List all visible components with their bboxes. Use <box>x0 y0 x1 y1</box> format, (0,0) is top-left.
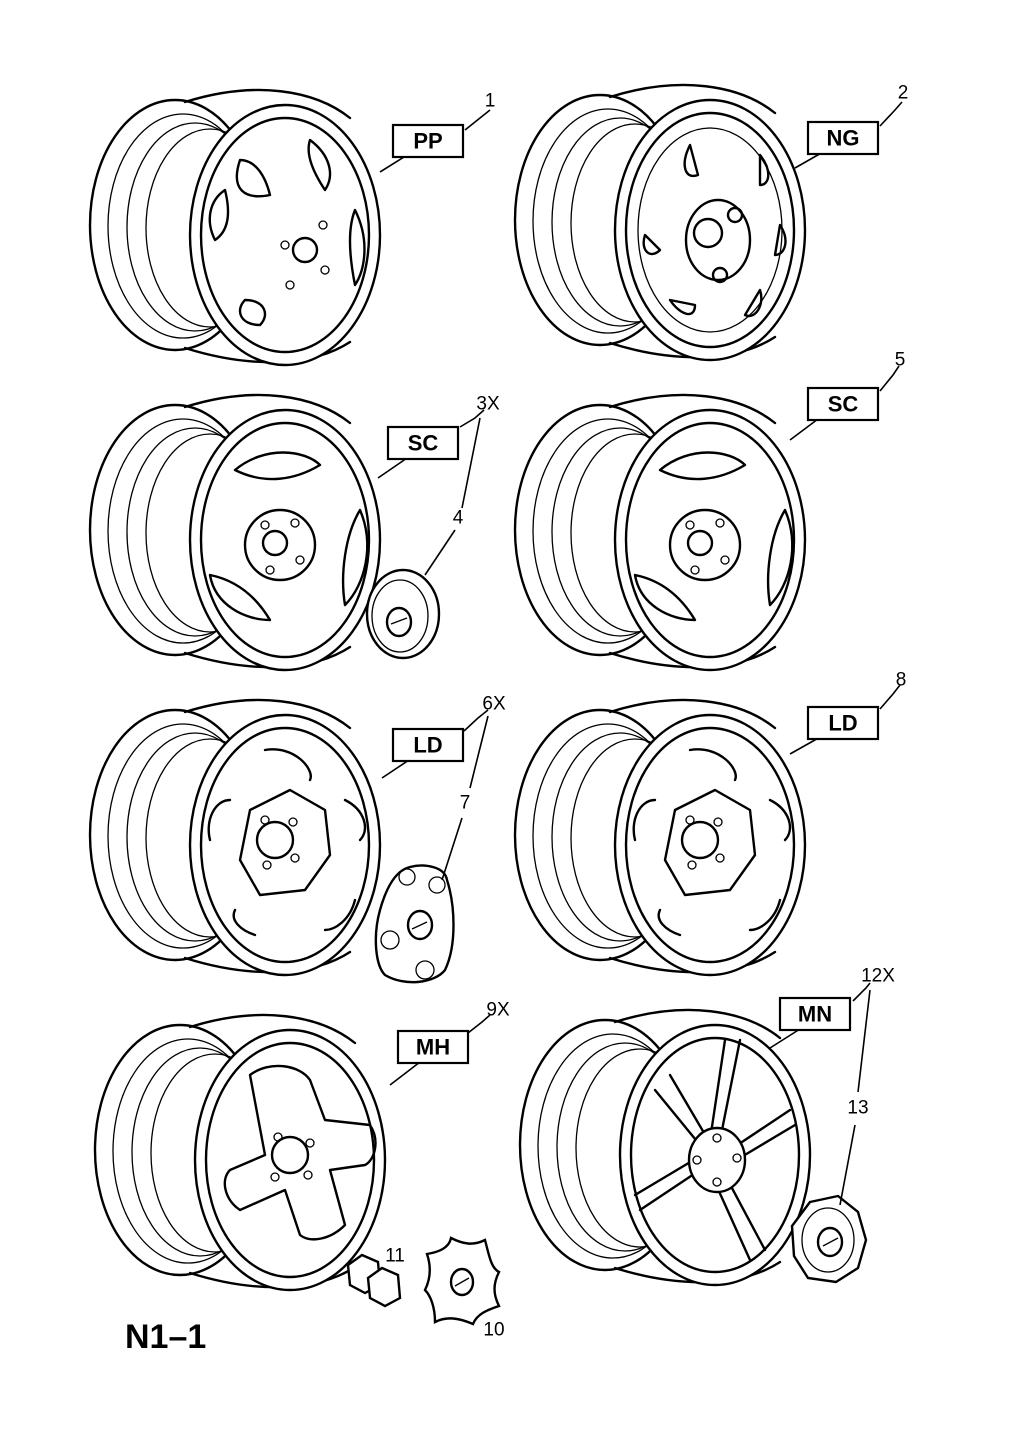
wheel-ng <box>513 83 807 362</box>
callout-number-12: 12X <box>861 966 895 987</box>
sheet-id: N1–1 <box>125 1318 206 1356</box>
callout-number-8: 8 <box>896 670 907 691</box>
wheel-sc-5 <box>513 393 807 672</box>
callout-number-4: 4 <box>453 508 464 529</box>
center-cap-4 <box>365 568 441 660</box>
wheel-ld-6 <box>88 698 382 977</box>
callout-number-9: 9X <box>486 1000 510 1021</box>
code-box-3: SC <box>386 425 460 461</box>
code-box-9: MH <box>396 1029 470 1065</box>
code-box-5: SC <box>806 386 880 422</box>
code-label: MH <box>416 1035 450 1060</box>
code-box-2: NG <box>806 120 880 156</box>
code-box-12: MN <box>778 996 852 1032</box>
wheel-mn <box>518 1008 812 1287</box>
callout-number-6: 6X <box>482 694 506 715</box>
callout-number-1: 1 <box>485 91 496 112</box>
code-label: LD <box>828 711 857 736</box>
code-label: NG <box>827 126 860 151</box>
callout-number-3: 3X <box>476 394 500 415</box>
code-box-1: PP <box>391 123 465 159</box>
callout-number-2: 2 <box>898 83 909 104</box>
code-box-8: LD <box>806 705 880 741</box>
center-cap-10 <box>423 1236 501 1326</box>
code-label: LD <box>413 733 442 758</box>
code-label: MN <box>798 1002 832 1027</box>
code-box-6: LD <box>391 727 465 763</box>
code-label: SC <box>408 431 439 456</box>
code-label: PP <box>413 129 442 154</box>
center-cap-7 <box>374 864 455 984</box>
callout-number-10: 10 <box>483 1320 504 1341</box>
callout-number-7: 7 <box>460 793 471 814</box>
callout-number-13: 13 <box>847 1098 868 1119</box>
callout-number-11: 11 <box>385 1246 405 1267</box>
callout-number-5: 5 <box>895 350 906 371</box>
wheel-ld-8 <box>513 698 807 977</box>
wheel-nuts-11 <box>346 1253 402 1308</box>
center-cap-13 <box>790 1194 868 1284</box>
wheel-pp <box>88 88 382 367</box>
wheel-mh <box>93 1013 387 1292</box>
code-label: SC <box>828 392 859 417</box>
wheel-sc-3 <box>88 393 382 672</box>
